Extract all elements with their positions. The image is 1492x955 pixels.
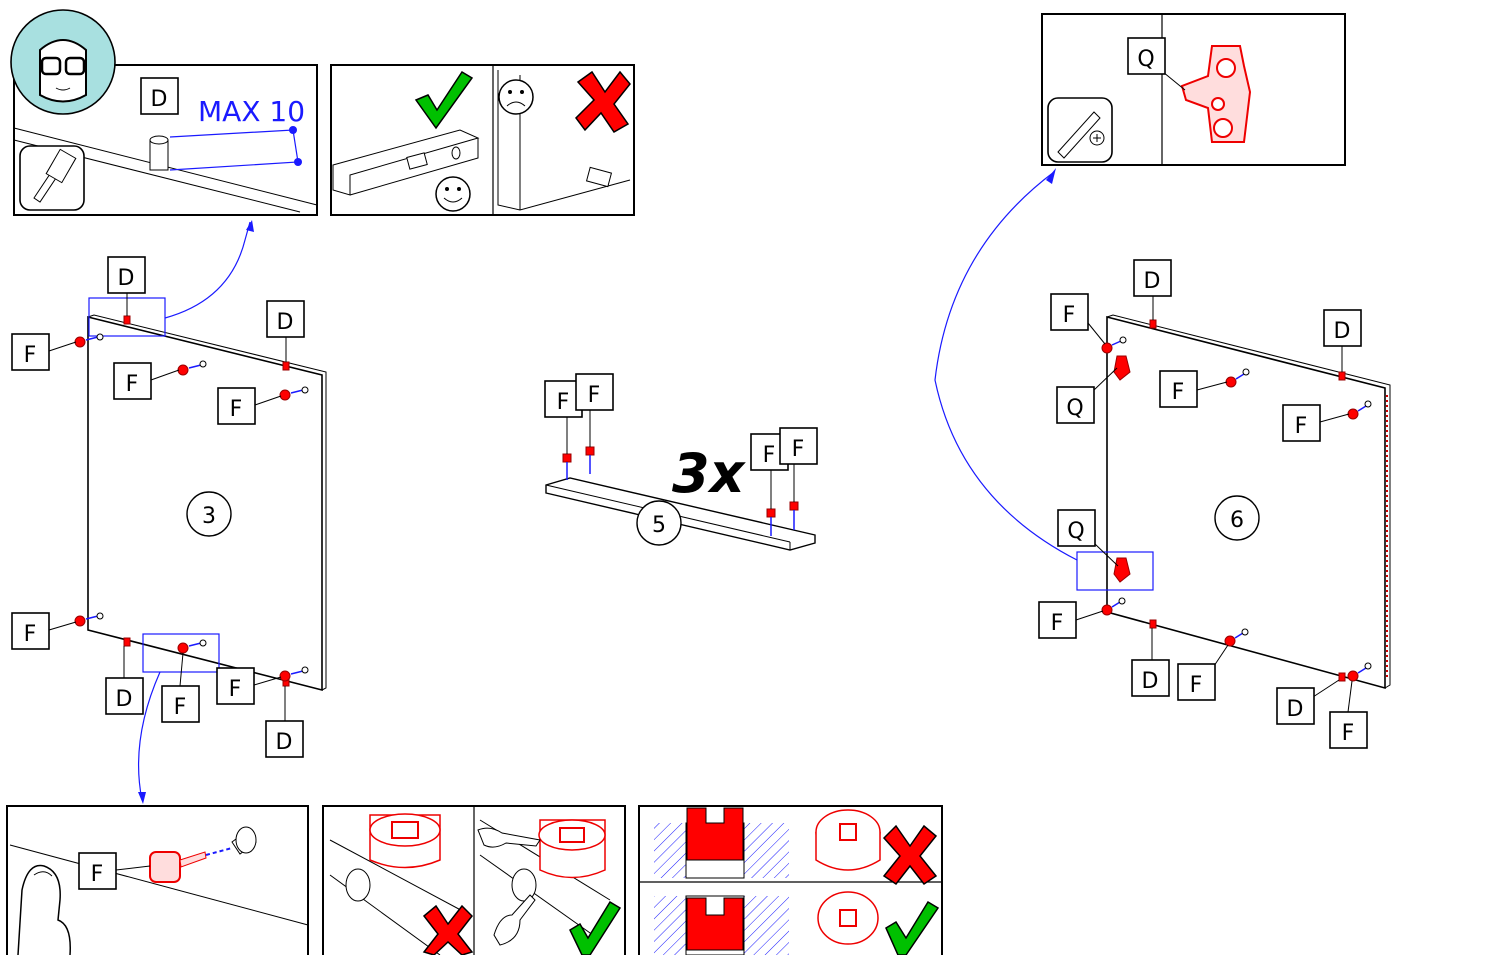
svg-text:D: D — [1334, 319, 1351, 344]
label-box: Q — [1057, 509, 1096, 547]
screwdriver-icon — [1047, 97, 1113, 163]
label-box: D — [107, 256, 146, 294]
label-box: F — [161, 685, 200, 723]
svg-text:F: F — [763, 443, 776, 468]
svg-text:F: F — [588, 383, 601, 408]
label-box: F — [1050, 293, 1089, 331]
label-box: D — [266, 300, 305, 338]
label-box: D — [1133, 259, 1172, 297]
svg-text:F: F — [557, 390, 570, 415]
shelf-step-5: 5 3x F F F F — [544, 373, 818, 551]
label-box: F — [11, 612, 50, 650]
cross-icon — [422, 904, 474, 955]
max-depth-text: MAX 10 — [198, 95, 305, 128]
svg-text:F: F — [1051, 611, 1064, 636]
detail-hinge: Q — [1041, 13, 1346, 166]
step-number-3: 3 — [202, 504, 216, 529]
svg-text:F: F — [1295, 414, 1308, 439]
label-box: F — [1329, 711, 1368, 749]
checkmark-icon — [885, 900, 940, 955]
label-box: F — [217, 387, 256, 425]
label-box-dowel: D — [140, 77, 179, 115]
panel-step-3: 3 — [11, 220, 327, 804]
label-box: F — [779, 427, 818, 465]
svg-text:D: D — [1142, 669, 1159, 694]
svg-text:Q: Q — [1066, 396, 1083, 421]
quantity-multiplier: 3x — [672, 442, 747, 505]
pointing-hand-icon — [477, 827, 541, 946]
svg-text:F: F — [229, 677, 242, 702]
label-box: F — [1177, 663, 1216, 701]
detail-cam-depth — [638, 805, 943, 955]
svg-text:D: D — [116, 687, 133, 712]
label-box: F — [113, 362, 152, 400]
svg-text:D: D — [276, 730, 293, 755]
cross-icon — [575, 70, 631, 133]
hinge-drawing — [1180, 45, 1252, 143]
label-box: Q — [1056, 386, 1095, 424]
label-box: F — [1282, 404, 1321, 442]
smiley-icon — [435, 176, 471, 212]
hammer-icon — [19, 145, 85, 211]
svg-text:F: F — [24, 343, 37, 368]
detail-dowel-orientation — [330, 64, 635, 216]
label-box: D — [105, 677, 144, 715]
safety-goggles-icon — [10, 9, 116, 115]
svg-text:D: D — [277, 310, 294, 335]
checkmark-icon — [414, 70, 474, 130]
label-box: F — [1038, 601, 1077, 639]
svg-text:Q: Q — [1067, 519, 1084, 544]
svg-text:F: F — [91, 862, 104, 887]
svg-text:F: F — [1342, 721, 1355, 746]
svg-text:F: F — [174, 695, 187, 720]
label-box: D — [265, 720, 304, 758]
cross-icon — [882, 824, 938, 886]
panel-step-6: 6 — [934, 168, 1391, 749]
detail-cam-bolt-insert: F — [6, 805, 309, 955]
label-box: Q — [1127, 37, 1166, 75]
label-box: F — [575, 373, 614, 411]
cam-bolt-part — [149, 847, 233, 883]
label-box: D — [1276, 687, 1315, 725]
svg-text:D: D — [118, 266, 135, 291]
detail-dowel-depth: MAX 10 D — [10, 9, 318, 216]
measure-label: MAX 10 — [198, 95, 305, 128]
detail-cam-lock-orientation — [322, 805, 626, 955]
label-box: F — [11, 333, 50, 371]
dowel-label: D — [151, 87, 168, 112]
thumb-icon — [17, 864, 71, 955]
svg-text:F: F — [126, 372, 139, 397]
svg-text:D: D — [1144, 269, 1161, 294]
label-box: F — [78, 852, 117, 890]
svg-text:F: F — [230, 397, 243, 422]
sad-face-icon — [498, 79, 534, 115]
svg-text:F: F — [24, 622, 37, 647]
label-box: D — [1323, 309, 1362, 347]
label-box: D — [1131, 659, 1170, 697]
svg-text:F: F — [1190, 673, 1203, 698]
label-box: F — [216, 667, 255, 705]
label-box: F — [1159, 370, 1198, 408]
step-number-6: 6 — [1230, 508, 1244, 533]
svg-text:Q: Q — [1137, 47, 1154, 72]
svg-text:D: D — [1287, 697, 1304, 722]
svg-text:F: F — [1172, 380, 1185, 405]
step-number-5: 5 — [652, 513, 666, 538]
checkmark-icon — [569, 900, 622, 955]
svg-text:F: F — [1063, 303, 1076, 328]
svg-text:F: F — [792, 437, 805, 462]
